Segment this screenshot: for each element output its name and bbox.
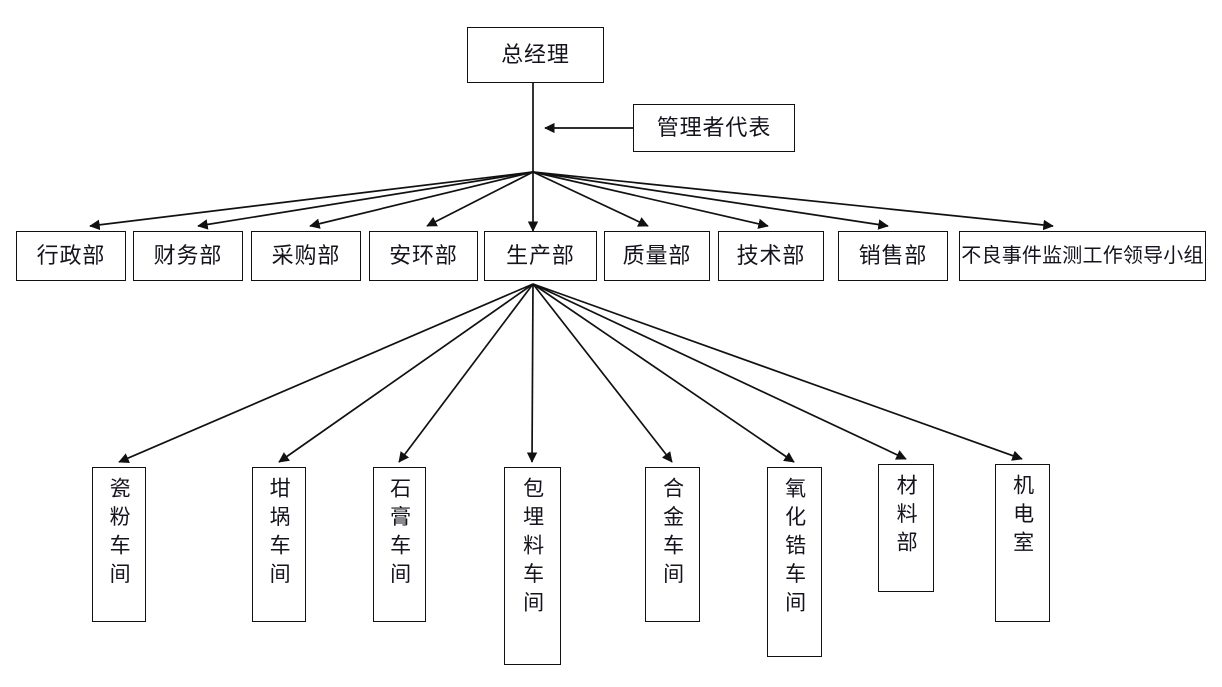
node-investment-material-workshop[interactable]: 包埋料车间 xyxy=(504,467,561,665)
connector-dept-1 xyxy=(197,171,534,230)
connector-workshop-5 xyxy=(532,283,795,463)
connector-edges xyxy=(89,83,1054,464)
node-finance[interactable]: 财务部 xyxy=(133,231,243,281)
node-label: 不良事件监测工作领导小组 xyxy=(961,245,1204,267)
node-label: 机电室 xyxy=(1010,474,1035,560)
node-zirconia-workshop[interactable]: 氧化锆车间 xyxy=(767,467,822,657)
node-label: 技术部 xyxy=(736,243,806,268)
node-label: 行政部 xyxy=(36,243,106,268)
node-label: 生产部 xyxy=(506,243,575,268)
node-label: 销售部 xyxy=(858,243,928,268)
connector-dept-2 xyxy=(309,171,534,229)
node-label: 坩埚车间 xyxy=(267,477,292,592)
node-gypsum-workshop[interactable]: 石膏车间 xyxy=(373,467,426,622)
connector-workshop-4 xyxy=(532,283,673,463)
node-quality[interactable]: 质量部 xyxy=(604,231,710,281)
node-label: 氧化锆车间 xyxy=(782,477,807,620)
node-adverse-event-monitoring-group[interactable]: 不良事件监测工作领导小组 xyxy=(959,231,1206,281)
node-materials-department[interactable]: 材料部 xyxy=(878,464,934,592)
node-management-representative[interactable]: 管理者代表 xyxy=(633,104,795,152)
connector-dept-6 xyxy=(532,171,889,230)
connector-workshop-2 xyxy=(398,283,534,463)
connector-workshop-6 xyxy=(532,283,907,460)
node-label: 安环部 xyxy=(389,243,458,268)
connector-workshop-1 xyxy=(278,283,534,463)
node-technology[interactable]: 技术部 xyxy=(718,231,824,281)
node-alloy-workshop[interactable]: 合金车间 xyxy=(645,467,700,622)
node-crucible-workshop[interactable]: 坩埚车间 xyxy=(252,467,306,622)
connector-dept-3 xyxy=(426,171,534,227)
node-label: 质量部 xyxy=(622,243,692,268)
node-porcelain-powder-workshop[interactable]: 瓷粉车间 xyxy=(92,467,146,622)
connector-dept-5 xyxy=(532,171,769,229)
connector-workshop-7 xyxy=(532,283,1023,461)
node-purchasing[interactable]: 采购部 xyxy=(251,231,361,281)
node-sales[interactable]: 销售部 xyxy=(838,231,948,281)
node-label: 材料部 xyxy=(894,474,919,560)
node-label: 瓷粉车间 xyxy=(107,477,132,592)
node-label: 财务部 xyxy=(153,243,223,268)
node-electromechanical-room[interactable]: 机电室 xyxy=(995,464,1050,622)
node-general-manager[interactable]: 总经理 xyxy=(467,27,604,83)
connector-dept-7 xyxy=(532,171,1054,231)
node-label: 采购部 xyxy=(271,243,341,268)
connector-dept-4 xyxy=(532,171,649,227)
node-label: 总经理 xyxy=(501,42,570,67)
connector-workshop-3 xyxy=(526,283,538,463)
node-production[interactable]: 生产部 xyxy=(484,231,597,281)
node-label: 管理者代表 xyxy=(656,115,772,140)
node-label: 包埋料车间 xyxy=(520,477,545,620)
connector-workshop-0 xyxy=(118,283,534,464)
node-safety-environment[interactable]: 安环部 xyxy=(369,231,478,281)
node-label: 合金车间 xyxy=(660,477,685,592)
connector-dept-0 xyxy=(89,171,534,231)
node-administration[interactable]: 行政部 xyxy=(16,231,126,281)
node-label: 石膏车间 xyxy=(387,477,412,592)
